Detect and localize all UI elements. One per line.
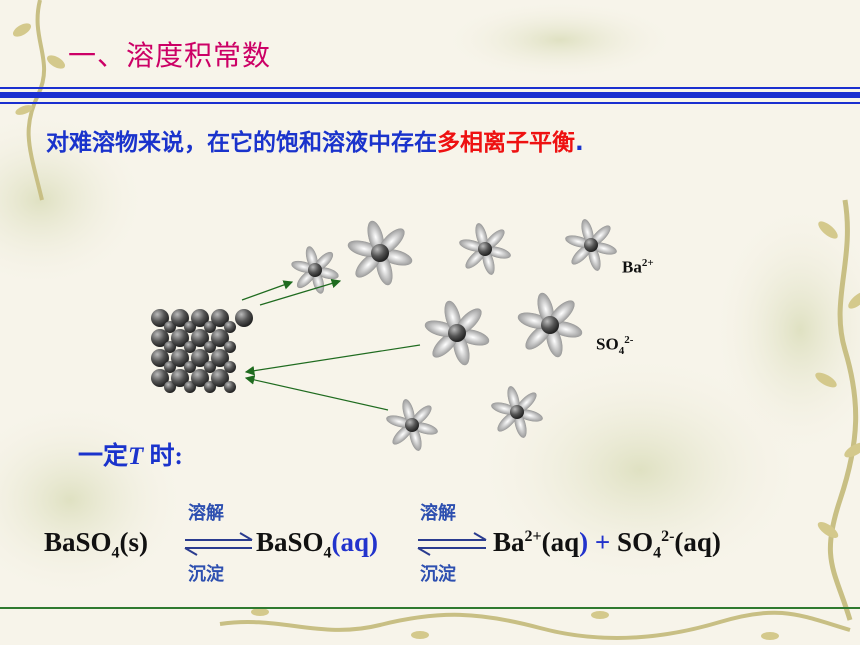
lattice-ion <box>191 369 209 387</box>
ion-core <box>448 324 466 342</box>
lattice-ion <box>204 361 216 373</box>
lattice-ion <box>164 341 176 353</box>
ba-ion-label: Ba2+ <box>622 257 654 277</box>
equation-aqueous: BaSO4(aq) <box>256 527 379 562</box>
condition-prefix: 一定 <box>78 441 129 470</box>
lattice-ion <box>151 329 169 347</box>
crystal-lattice-icon <box>151 309 253 393</box>
lattice-ion <box>191 329 209 347</box>
ion-core <box>541 316 559 334</box>
lattice-ion <box>211 309 229 327</box>
lattice-ion <box>224 321 236 333</box>
lattice-ion <box>191 349 209 367</box>
intro-highlight: 多相离子平衡 <box>437 130 575 156</box>
hydrated-ion <box>565 219 617 271</box>
hydrated-ion <box>291 246 339 294</box>
lattice-ion <box>171 329 189 347</box>
hydrated-ion <box>517 292 583 358</box>
page-title: 一、溶度积常数 <box>68 39 272 72</box>
lattice-ion <box>184 381 196 393</box>
lattice-ion <box>151 309 169 327</box>
lattice-ion <box>204 381 216 393</box>
condition-variable: T <box>128 443 144 470</box>
lattice-ion <box>224 361 236 373</box>
so4-ion-label: SO42- <box>596 334 634 358</box>
intro-prefix: 对难溶物来说，在它的饱和溶液中存在 <box>46 130 437 156</box>
ion-core <box>308 263 322 277</box>
lattice-ion <box>171 369 189 387</box>
lattice-ion <box>211 349 229 367</box>
lattice-ion <box>204 321 216 333</box>
ion-core <box>371 244 389 262</box>
lattice-ion <box>184 321 196 333</box>
lattice-ion <box>184 341 196 353</box>
temperature-condition: 一定T 时: <box>78 436 183 472</box>
precipitate-label-2: 沉淀 <box>420 564 456 585</box>
lattice-ion <box>224 381 236 393</box>
lattice-ion <box>204 341 216 353</box>
hydrated-ion-icon <box>291 219 617 451</box>
equation-solid: BaSO4(s) <box>44 527 149 562</box>
dissolve-label-1: 溶解 <box>188 503 224 524</box>
lattice-ion <box>164 321 176 333</box>
condition-suffix: 时: <box>143 443 183 470</box>
hydrated-ion <box>424 300 490 366</box>
hydrated-ion <box>491 386 543 438</box>
ion-core <box>405 418 419 432</box>
lattice-ion <box>151 349 169 367</box>
lattice-ion <box>171 349 189 367</box>
precipitate-label-1: 沉淀 <box>188 564 224 585</box>
lattice-ion <box>164 381 176 393</box>
ion-core <box>584 238 598 252</box>
lattice-ion <box>151 369 169 387</box>
hydrated-ion <box>459 223 511 275</box>
lattice-ion <box>211 329 229 347</box>
arrow-icon <box>241 278 421 411</box>
lattice-ion <box>171 309 189 327</box>
dissolve-label-2: 溶解 <box>420 503 456 524</box>
intro-text: 对难溶物来说，在它的饱和溶液中存在多相离子平衡. <box>46 123 584 157</box>
lattice-ion <box>191 309 209 327</box>
lattice-ion <box>164 361 176 373</box>
lattice-ion <box>235 309 253 327</box>
lattice-ion <box>211 369 229 387</box>
lattice-ion <box>184 361 196 373</box>
ion-core <box>510 405 524 419</box>
header-divider <box>0 87 860 104</box>
hydrated-ion <box>386 399 438 451</box>
equation-ions: Ba2+(aq) + SO42-(aq) <box>493 527 721 562</box>
intro-suffix: . <box>575 130 584 156</box>
lattice-ion <box>224 341 236 353</box>
ion-core <box>478 242 492 256</box>
hydrated-ion <box>347 220 413 286</box>
footer-divider <box>0 607 860 609</box>
